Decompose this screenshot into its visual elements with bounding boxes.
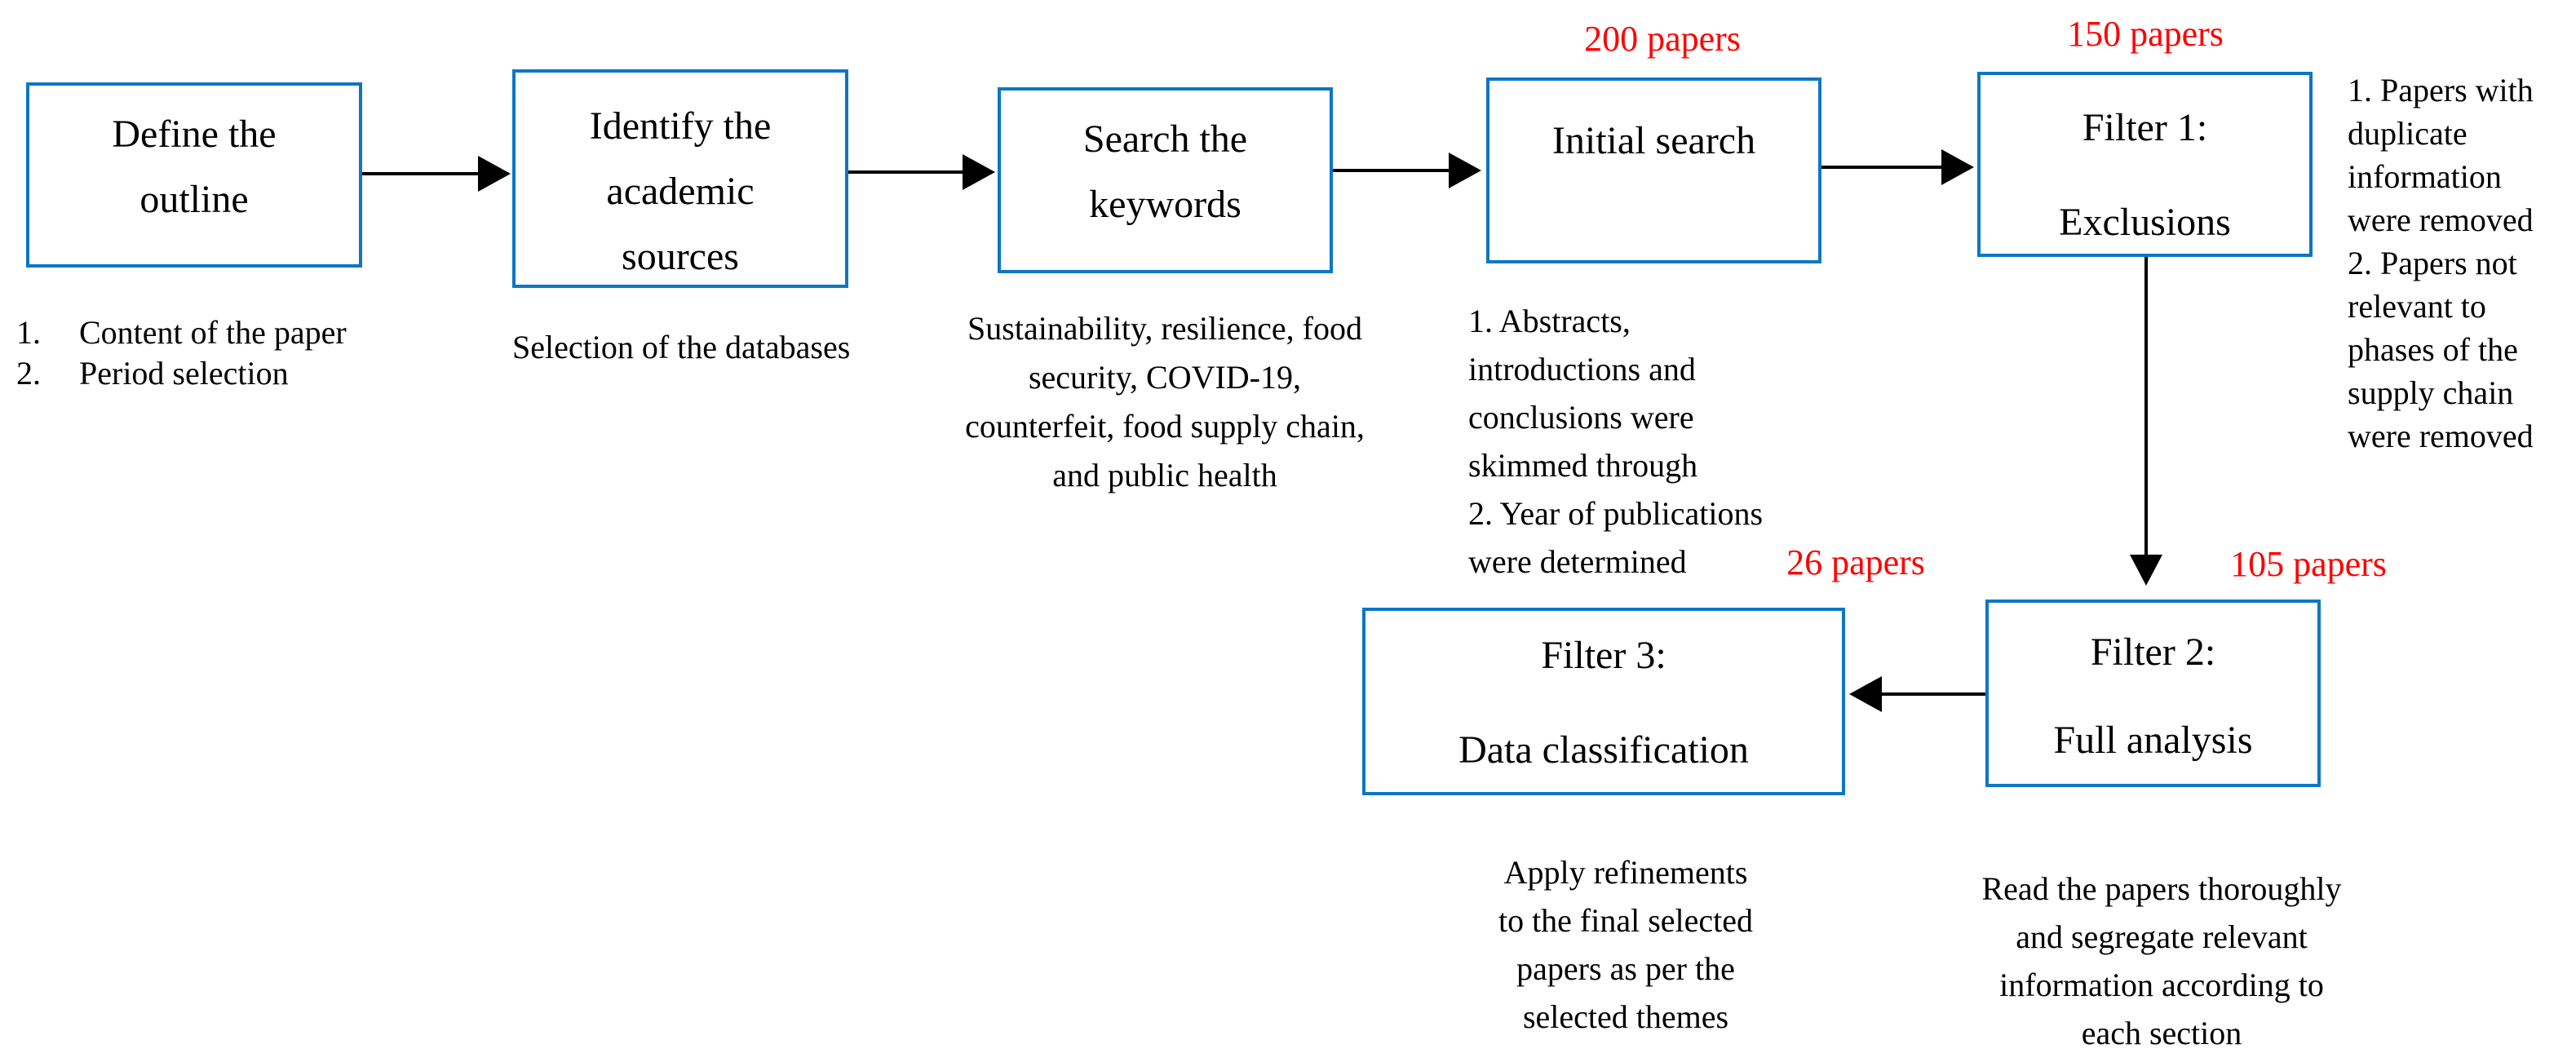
note-line: 1. Abstracts, <box>1468 303 1631 339</box>
line-gap <box>1981 152 2309 199</box>
count-label-200-papers: 200 papers <box>1584 19 1741 59</box>
note-line: were removed <box>2348 201 2534 238</box>
count-label-150-papers: 150 papers <box>2067 14 2224 54</box>
note-line: and segregate relevant <box>2016 918 2308 955</box>
box-label-line: Exclusions <box>2059 201 2231 244</box>
list-item: 2. Period selection <box>16 353 347 394</box>
note-line: conclusions were <box>1468 399 1694 436</box>
box-label-line: Filter 3: <box>1541 634 1666 677</box>
box-label-line: sources <box>622 235 739 278</box>
arrow-head-right-icon <box>478 156 511 192</box>
note-line: supply chain <box>2348 374 2514 411</box>
filter3-classification-note: Apply refinements to the final selected … <box>1418 848 1834 1041</box>
note-line: to the final selected <box>1498 902 1754 939</box>
note-line: relevant to <box>2348 288 2486 325</box>
process-box-filter3-data-classification: Filter 3: Data classification <box>1362 608 1845 795</box>
process-box-initial-search: Initial search <box>1486 77 1821 263</box>
count-label-26-papers: 26 papers <box>1786 542 1925 582</box>
arrow-line <box>1333 169 1449 172</box>
list-number: 1. <box>16 314 41 351</box>
identify-sources-note: Selection of the databases <box>512 328 851 366</box>
list-number: 2. <box>16 355 41 392</box>
note-line: were removed <box>2348 418 2534 454</box>
note-line: skimmed through <box>1468 447 1698 484</box>
initial-search-note: 1. Abstracts, introductions and conclusi… <box>1468 297 1763 586</box>
arrow-line <box>848 170 963 174</box>
box-label-line: Filter 1: <box>2082 106 2208 149</box>
note-line: 2. Year of publications <box>1468 495 1764 532</box>
arrow-line <box>2144 257 2148 556</box>
count-label-105-papers: 105 papers <box>2230 544 2387 584</box>
list-text: Period selection <box>79 355 289 392</box>
define-outline-note-list: 1. Content of the paper 2. Period select… <box>16 312 347 394</box>
note-line: were determined <box>1468 543 1687 580</box>
line-gap <box>1365 679 1842 727</box>
box-label-line: Identify the <box>589 104 772 148</box>
box-label-line: Define the <box>112 113 277 156</box>
box-label-line: academic <box>606 170 755 213</box>
note-line: Read the papers thoroughly <box>1981 870 2342 907</box>
filter2-full-analysis-note: Read the papers thoroughly and segregate… <box>1945 865 2378 1053</box>
process-box-filter1-exclusions: Filter 1: Exclusions <box>1977 72 2313 257</box>
search-keywords-note: Sustainability, resilience, food securit… <box>957 304 1373 500</box>
arrow-head-right-icon <box>963 154 995 190</box>
note-line: 1. Papers with <box>2348 72 2534 108</box>
note-line: information <box>2348 158 2502 195</box>
arrow-head-right-icon <box>1941 149 1974 185</box>
box-label-line: keywords <box>1089 183 1242 226</box>
arrow-head-right-icon <box>1449 153 1481 188</box>
process-box-identify-sources: Identify the academic sources <box>512 69 848 288</box>
box-label-line: Initial search <box>1551 119 1756 162</box>
process-box-search-keywords: Search the keywords <box>998 87 1333 273</box>
filter1-exclusions-note: 1. Papers with duplicate information wer… <box>2348 69 2576 458</box>
list-text: Content of the paper <box>79 314 347 351</box>
box-label-line: outline <box>139 178 249 221</box>
arrow-line <box>1821 166 1941 169</box>
note-line: counterfeit, food supply chain, <box>965 408 1365 445</box>
note-line: Sustainability, resilience, food <box>967 310 1362 347</box>
arrow-head-left-icon <box>1849 676 1882 712</box>
note-line: Selection of the databases <box>512 329 851 365</box>
note-line: introductions and <box>1468 351 1696 387</box>
arrow-line <box>362 172 478 175</box>
process-box-define-outline: Define the outline <box>26 82 362 268</box>
note-line: and public health <box>1052 457 1277 493</box>
arrow-line <box>1880 692 1985 696</box>
note-line: information according to <box>1999 967 2324 1003</box>
note-line: Apply refinements <box>1503 854 1748 891</box>
list-item: 1. Content of the paper <box>16 312 347 353</box>
note-line: 2. Papers not <box>2348 245 2517 281</box>
arrow-head-down-icon <box>2130 555 2162 586</box>
box-label-line: Data classification <box>1458 728 1749 772</box>
line-gap <box>1989 676 2317 717</box>
box-label-line: Search the <box>1082 117 1248 161</box>
note-line: each section <box>2081 1015 2242 1051</box>
box-label-line: Filter 2: <box>2090 630 2216 674</box>
note-line: papers as per the <box>1516 950 1735 987</box>
note-line: duplicate <box>2348 115 2468 152</box>
note-line: selected themes <box>1522 998 1729 1035</box>
process-box-filter2-full-analysis: Filter 2: Full analysis <box>1985 600 2321 787</box>
note-line: security, COVID-19, <box>1028 359 1301 396</box>
box-label-line: Full analysis <box>2053 719 2253 762</box>
note-line: phases of the <box>2348 331 2518 368</box>
